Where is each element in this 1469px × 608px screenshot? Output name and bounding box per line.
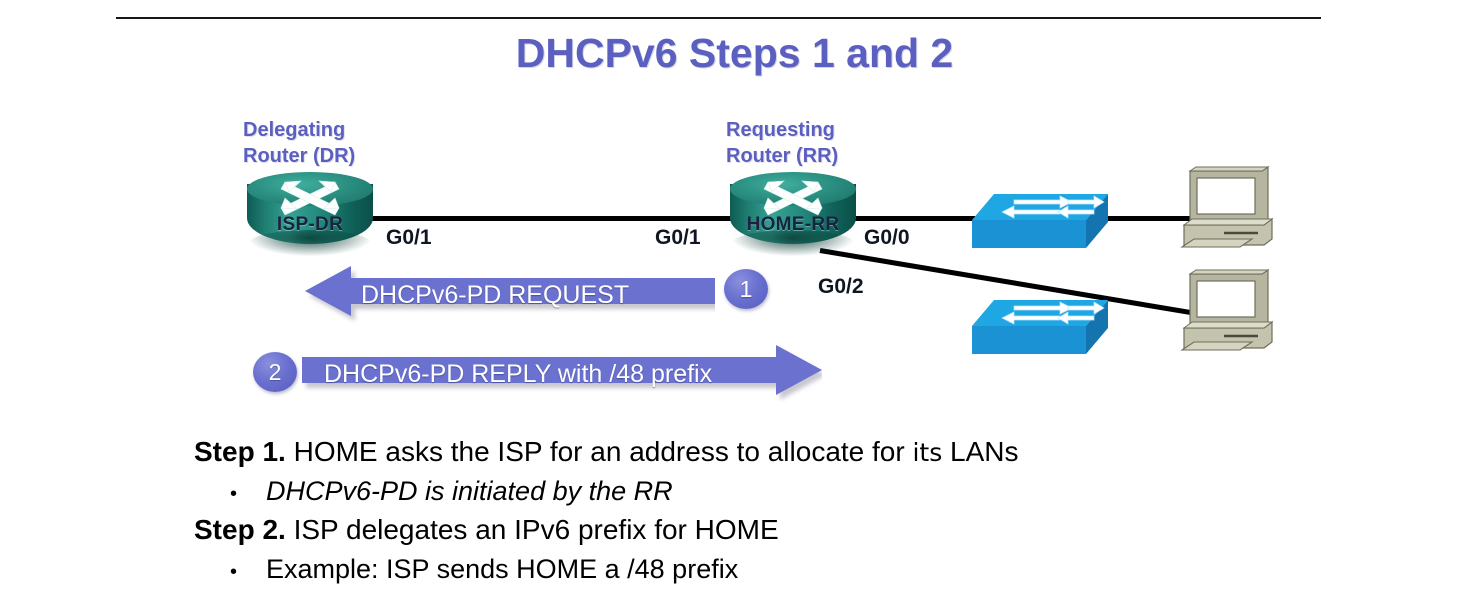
step-1-bullet: • DHCPv6-PD is initiated by the RR <box>194 472 1314 510</box>
message-arrow-dhcpv6-pd-request[interactable]: DHCPv6-PD REQUEST <box>305 266 715 324</box>
cable-switch-top-to-pc-top <box>1096 216 1192 221</box>
cable-rr-to-switch-top <box>845 216 985 221</box>
router-arrows-icon <box>763 180 823 216</box>
router-bottom-shade <box>732 230 854 256</box>
router-bottom-shade <box>249 230 371 256</box>
step-2-line: Step 2. ISP delegates an IPv6 prefix for… <box>194 510 1314 550</box>
step-1-lead: Step 1. <box>194 436 286 467</box>
step-1-text-a: HOME asks the ISP for an address to allo… <box>285 436 913 467</box>
router-label-isp-dr: ISP-DR <box>276 214 344 235</box>
delegating-router-caption-line2: Router (DR) <box>243 144 356 167</box>
step-2-bullet-text: Example: ISP sends HOME a /48 prefix <box>266 553 739 584</box>
step-badge-1: 1 <box>724 269 768 309</box>
step-1-line: Step 1. HOME asks the ISP for an address… <box>194 432 1314 472</box>
requesting-router-caption: Requesting Router (RR) <box>726 118 838 169</box>
switch-graphic <box>972 300 1108 354</box>
step-2-bullet: • Example: ISP sends HOME a /48 prefix <box>194 550 1314 588</box>
requesting-router-caption-line2: Router (RR) <box>726 144 839 167</box>
interface-label-rr-g02: G0/2 <box>818 275 864 298</box>
step-1-its: its <box>912 438 943 467</box>
message-arrow-dhcpv6-pd-reply[interactable]: DHCPv6-PD REPLY with /48 prefix <box>302 345 822 403</box>
router-label-home-rr: HOME-RR <box>746 214 840 235</box>
bullet-glyph: • <box>230 560 238 583</box>
interface-label-rr-g01: G0/1 <box>655 226 701 249</box>
step-1-text-b: LANs <box>942 436 1019 467</box>
switch-icon-top[interactable] <box>972 190 1108 256</box>
body-text-block: Step 1. HOME asks the ISP for an address… <box>194 432 1314 588</box>
pc-graphic <box>1180 268 1274 351</box>
switch-graphic <box>972 194 1108 248</box>
step-2-text: ISP delegates an IPv6 prefix for HOME <box>285 514 779 546</box>
router-arrows-icon <box>280 180 340 216</box>
pc-icon-bottom[interactable] <box>1180 268 1276 360</box>
requesting-router-caption-line1: Requesting <box>726 119 835 141</box>
interface-label-dr-g01: G0/1 <box>386 226 432 249</box>
switch-icon-bottom[interactable] <box>972 296 1108 362</box>
arrow-shape-right <box>302 345 822 395</box>
delegating-router-caption-line1: Delegating <box>243 119 346 141</box>
header-divider <box>116 17 1321 19</box>
pc-icon-top[interactable] <box>1180 165 1276 257</box>
router-icon-home-rr[interactable]: HOME-RR <box>730 172 856 256</box>
pc-graphic <box>1180 165 1274 248</box>
step-badge-2: 2 <box>253 352 297 392</box>
step-1-bullet-text: DHCPv6-PD is initiated by the RR <box>266 475 673 506</box>
bullet-glyph: • <box>230 482 238 505</box>
page-title: DHCPv6 Steps 1 and 2 <box>515 30 954 76</box>
router-icon-isp-dr[interactable]: ISP-DR <box>247 172 373 256</box>
delegating-router-caption: Delegating Router (DR) <box>243 118 355 169</box>
step-2-lead: Step 2. <box>194 514 286 546</box>
arrow-shape-left <box>305 266 715 316</box>
interface-label-rr-g00: G0/0 <box>864 226 910 249</box>
cable-dr-to-rr <box>370 216 742 221</box>
